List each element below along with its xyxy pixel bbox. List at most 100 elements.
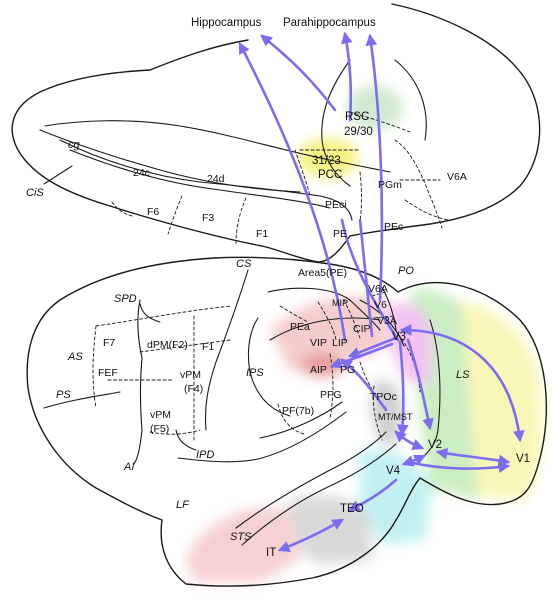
medial-dashed-4 (294, 149, 311, 197)
label-hippocampus: Hippocampus (191, 17, 262, 29)
arrow-v2-v4 (401, 454, 427, 467)
arrow-v2-v1 (435, 447, 511, 467)
arrow-to-hippocampus-2 (260, 34, 337, 112)
label-ai: AI (123, 461, 134, 473)
label-v3: V3 (392, 331, 406, 343)
label-cg: cg (68, 139, 81, 151)
label-pgm: PGm (378, 179, 402, 191)
po-sulcus (379, 283, 397, 331)
label-mtmst: MT/MST (378, 412, 413, 422)
lat-dashed-12 (359, 361, 387, 409)
label-pfg: PFG (320, 389, 342, 401)
medial-dashed-8 (349, 111, 411, 133)
label-rsc: RSC (345, 111, 369, 123)
lat-dashed-2 (92, 325, 97, 409)
arrow-from-rsc-lateral (358, 218, 374, 338)
lat-dashed-3 (139, 339, 231, 353)
v4-cyan-patch (360, 449, 432, 545)
label-fef: FEF (98, 367, 118, 379)
lat-dashed-7 (277, 403, 305, 435)
medial-hemisphere (11, 3, 541, 263)
arrow-v3-lip (347, 336, 398, 359)
cis-line (43, 165, 73, 185)
medial-dashed-5 (359, 171, 362, 223)
calcarine-arc (394, 59, 427, 141)
arrow-to-parahippocampus-2 (365, 33, 384, 302)
label-medial-pe: PE (333, 228, 347, 240)
label-parahippocampus: Parahippocampus (283, 17, 376, 29)
label-ipd: IPD (196, 449, 214, 461)
lateral-labels: CS Area5(PE) PO SPD V6A V6 MIP V3A PEa C… (56, 258, 530, 559)
label-f6: F6 (147, 206, 159, 218)
arrow-mt-lip (340, 358, 388, 412)
label-area5: Area5(PE) (298, 267, 347, 279)
label-cip: CIP (353, 323, 371, 335)
arrow-v3-v1 (399, 324, 525, 443)
lat-dashed-6 (149, 429, 201, 435)
label-vpm-f5b: (F5) (150, 423, 169, 435)
medial-dashed-7 (399, 179, 449, 221)
medial-dashed-3 (235, 197, 247, 245)
label-pg: PG (340, 364, 355, 376)
label-mip: MIP (332, 298, 348, 308)
label-vip: VIP (310, 337, 327, 349)
medial-dashed-1 (111, 201, 133, 217)
arrow-v3-v2 (406, 338, 434, 431)
lat-dashed-15 (372, 385, 383, 441)
label-pcc: PCC (318, 169, 342, 181)
label-v1: V1 (516, 453, 530, 465)
lat-dashed-9 (279, 305, 309, 323)
label-lat-v6a: V6A (368, 283, 388, 295)
arrow-v4-teo (347, 478, 398, 512)
label-24d: 24d (207, 173, 225, 185)
pcc-yellow-patch (298, 138, 358, 178)
label-f3: F3 (202, 212, 214, 224)
lateral-outline (26, 256, 547, 587)
label-pec: PEc (384, 221, 403, 233)
label-lip: LIP (332, 337, 348, 349)
medial-dashed-2 (167, 195, 183, 235)
arrow-to-parahippocampus-1 (341, 31, 353, 122)
label-rsc-num: 29/30 (344, 126, 373, 138)
label-pea: PEa (290, 321, 310, 333)
rsc-green-patch (347, 86, 403, 130)
sts-lower (235, 431, 387, 529)
label-ls: LS (456, 369, 470, 381)
arrow-from-v3-up (340, 218, 400, 342)
corpus-callosum-lower (69, 149, 331, 209)
label-peci: PEci (325, 199, 347, 211)
label-v2: V2 (428, 439, 442, 451)
label-vpm-f4a: vPM (180, 369, 201, 381)
label-cis: CiS (26, 187, 44, 199)
label-dpm: dPM(F2) (147, 339, 188, 351)
label-teo: TEO (340, 503, 364, 515)
label-ps: PS (56, 389, 71, 401)
label-lf: LF (176, 499, 190, 511)
arrow-v3-down-1 (396, 340, 409, 437)
lateral-fissure (177, 411, 347, 463)
ips-outer (247, 317, 291, 417)
sts-sulcus (241, 443, 397, 546)
arrow-mt-v2 (394, 430, 425, 450)
label-as: AS (67, 351, 83, 363)
label-tpoc: TPOc (370, 391, 397, 403)
label-pcc-num: 31/23 (312, 155, 341, 167)
medial-dashed-6 (394, 139, 443, 229)
label-it: IT (266, 547, 276, 559)
lat-dashed-10 (317, 301, 337, 341)
medial-labels: Hippocampus Parahippocampus cg CiS 24c 2… (26, 17, 467, 240)
label-v6: V6 (374, 299, 387, 311)
label-vpm-f4b: (F4) (184, 383, 203, 395)
label-24c: 24c (133, 167, 150, 179)
arcuate-sulcus (133, 299, 143, 465)
label-po: PO (398, 265, 414, 277)
label-medial-f1: F1 (256, 228, 268, 240)
label-pf: PF(7b) (282, 405, 314, 417)
label-cs: CS (236, 258, 252, 270)
principal-sulcus (43, 391, 121, 409)
label-aip: AIP (310, 364, 327, 376)
label-lat-f1: F1 (202, 341, 214, 353)
label-spd: SPD (114, 293, 137, 305)
